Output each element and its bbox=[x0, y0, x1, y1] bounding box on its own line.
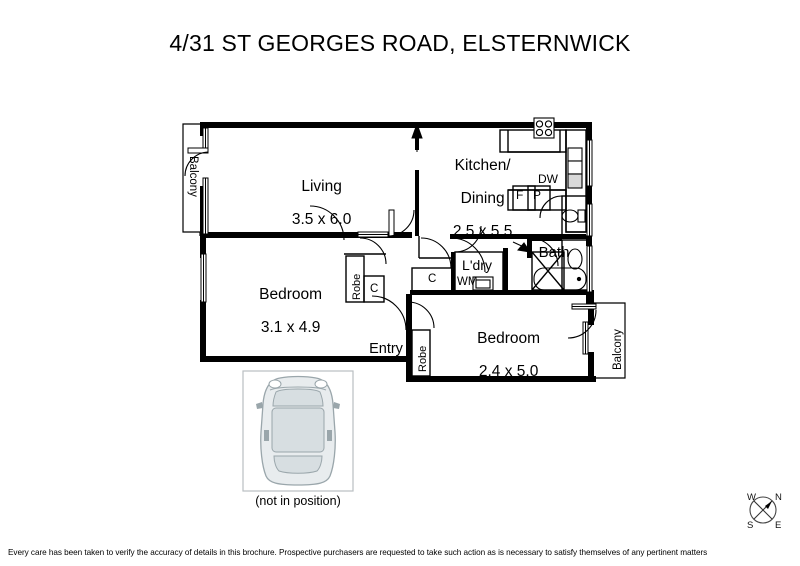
door-swings bbox=[184, 151, 597, 339]
windows bbox=[187, 127, 597, 355]
washing-machine-label: WM bbox=[457, 276, 478, 288]
balcony-label-right: Balcony bbox=[612, 329, 624, 370]
compass-rose-icon bbox=[749, 496, 777, 524]
kitchen-name-line2: Dining bbox=[460, 190, 505, 208]
pantry-label: P bbox=[533, 188, 542, 202]
compass-west: W bbox=[747, 492, 756, 503]
room-label-bedroom-main: Bedroom 3.1 x 4.9 bbox=[222, 271, 342, 353]
bedroom-main-name: Bedroom bbox=[259, 286, 323, 304]
car-illustration bbox=[242, 370, 354, 492]
compass-north: N bbox=[775, 492, 782, 503]
direction-arrow-hall bbox=[512, 241, 532, 253]
cupboard-label-hall: C bbox=[428, 273, 437, 285]
dishwasher-label: DW bbox=[538, 172, 558, 186]
room-label-living: Living 3.5 x 6.0 bbox=[258, 163, 368, 245]
robe-label-bedroom-main: Robe bbox=[351, 273, 363, 300]
bedroom-two-name: Bedroom bbox=[477, 330, 541, 348]
kitchen-name-line1: Kitchen/ bbox=[454, 157, 511, 175]
room-label-kitchen: Kitchen/ Dining 2.5 x 5.5 bbox=[428, 142, 520, 257]
garage-caption: (not in position) bbox=[255, 494, 341, 508]
robe-label-entry: Robe bbox=[417, 345, 429, 372]
compass-east: E bbox=[775, 520, 782, 531]
footer-disclaimer: Every care has been taken to verify the … bbox=[8, 548, 708, 557]
cupboard-label-bedroom: C bbox=[370, 283, 379, 295]
room-label-bedroom-two: Bedroom 2.4 x 5.0 bbox=[440, 315, 560, 397]
room-label-bath: Bath bbox=[538, 244, 570, 261]
direction-arrow bbox=[411, 122, 423, 152]
plumbing-fixtures bbox=[472, 117, 587, 291]
bedroom-two-dims: 2.4 x 5.0 bbox=[478, 363, 539, 381]
entry-label: Entry bbox=[369, 341, 403, 357]
bedroom-main-dims: 3.1 x 4.9 bbox=[260, 319, 321, 337]
structural-walls bbox=[200, 122, 596, 382]
compass-labels: W N S E bbox=[737, 484, 789, 536]
page-title: 4/31 ST GEORGES ROAD, ELSTERNWICK bbox=[169, 30, 631, 56]
fridge-label: F bbox=[516, 188, 524, 202]
balcony-label-left: Balcony bbox=[187, 156, 199, 197]
compass-south: S bbox=[747, 520, 754, 531]
kitchen-dims: 2.5 x 5.5 bbox=[452, 223, 513, 241]
room-label-laundry: L'dry bbox=[462, 257, 492, 273]
living-dims: 3.5 x 6.0 bbox=[291, 211, 352, 229]
living-name: Living bbox=[301, 178, 342, 196]
